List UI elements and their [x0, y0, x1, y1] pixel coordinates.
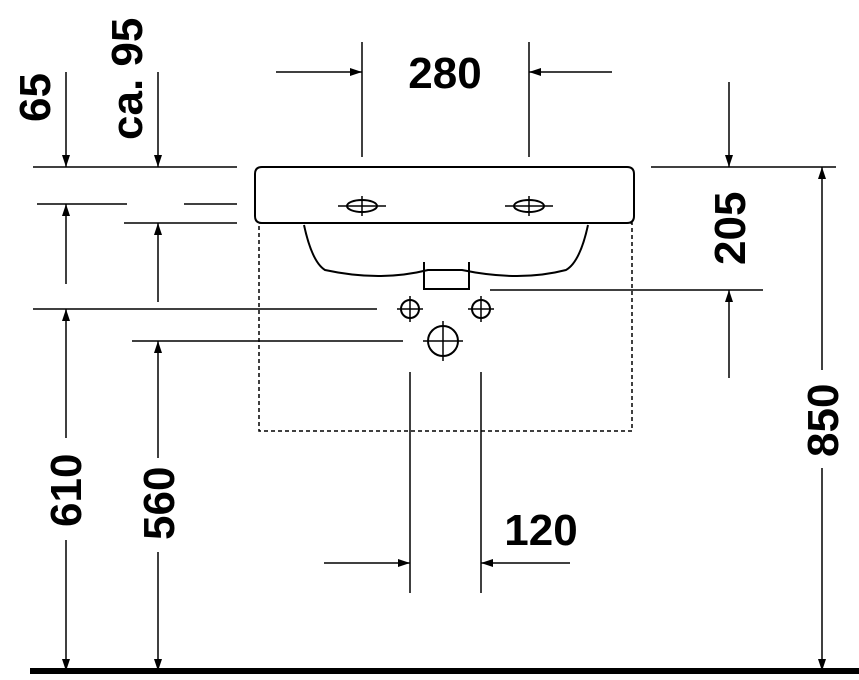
reference-lines-left [33, 166, 403, 342]
dimension-120: 120 [324, 372, 578, 593]
dimension-ca95: ca. 95 [103, 18, 162, 302]
dimension-65: 65 [11, 72, 70, 284]
label-65: 65 [11, 73, 60, 122]
label-120: 120 [504, 506, 577, 555]
supply-connection-right [468, 296, 494, 322]
washbasin-outline [254, 166, 635, 432]
dimension-280: 280 [276, 42, 612, 157]
label-ca95: ca. 95 [103, 18, 152, 140]
label-205: 205 [706, 192, 755, 265]
dimension-205: 205 [706, 82, 755, 378]
reference-lines-right [490, 166, 836, 291]
tap-hole-right [505, 196, 553, 216]
dimension-610: 610 [42, 309, 91, 671]
tap-hole-left [338, 196, 386, 216]
label-850: 850 [799, 384, 848, 457]
supply-connection-left [397, 296, 423, 322]
waste-connection [423, 321, 463, 361]
label-280: 280 [408, 49, 481, 98]
label-560: 560 [135, 467, 184, 540]
dimension-560: 560 [135, 341, 184, 671]
dimension-850: 850 [799, 167, 848, 671]
label-610: 610 [42, 454, 91, 527]
